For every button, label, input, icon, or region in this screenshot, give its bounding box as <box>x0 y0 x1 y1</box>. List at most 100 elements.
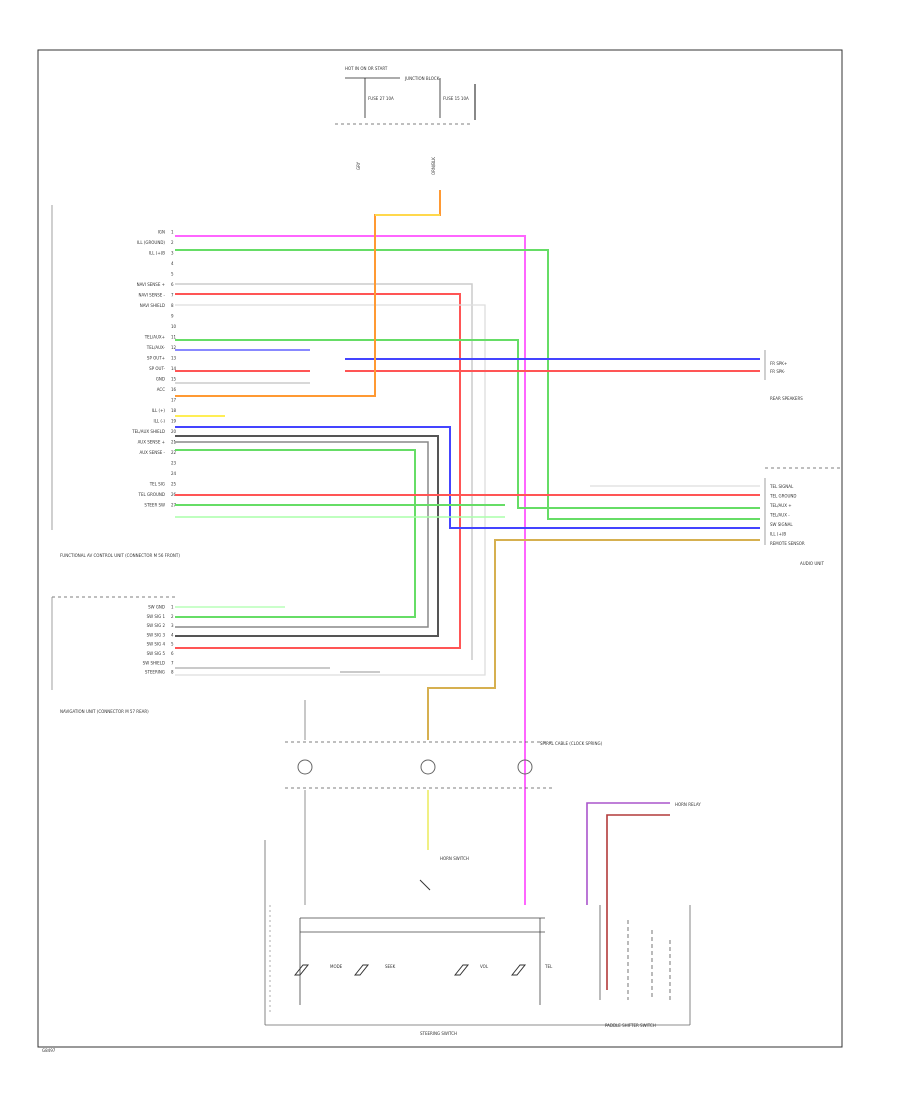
rear-module-pin-number: 7 <box>171 660 174 665</box>
clock-spring-terminal-2 <box>420 759 436 775</box>
clock-spring-terminal-1 <box>297 759 313 775</box>
front-module-pin-label: ILL (+) <box>152 408 166 413</box>
rear-module-pin-number: 5 <box>171 642 174 647</box>
front-module-pin-number: 20 <box>171 429 177 434</box>
front-module-pin-label: ILL (+)B <box>149 251 165 256</box>
front-module-pin-number: 15 <box>171 377 177 382</box>
clock-spring-label: SPIRAL CABLE (CLOCK SPRING) <box>540 741 603 746</box>
horn-switch: HORN SWITCH <box>419 856 469 891</box>
wire-blue-tel <box>175 426 760 529</box>
front-module-pin-number: 11 <box>171 335 177 340</box>
front-module-pin-label: AUX SENSE + <box>138 440 165 445</box>
horn-switch-label: HORN SWITCH <box>440 856 469 861</box>
front-module-pin-number: 2 <box>171 240 174 245</box>
power-label: HOT IN ON OR START <box>345 66 388 71</box>
fuse-2-label: FUSE 15 10A <box>443 96 469 101</box>
audio-unit-pin-label: TEL SIGNAL <box>769 484 794 489</box>
rear-speaker-pin-1: FR SPK+ <box>770 361 787 366</box>
front-module-pin-number: 23 <box>171 461 177 466</box>
front-module-pin-number: 14 <box>171 366 177 371</box>
audio-unit-pin-label: REMOTE SENSOR <box>770 541 805 546</box>
rear-module: NAVIGATION UNIT (CONNECTOR M 57 REAR) <box>51 596 175 714</box>
wire-green-aux-sense <box>175 449 416 618</box>
wire-lightgray-shield <box>175 304 486 676</box>
wire-2-label: ORN/BLK <box>431 157 436 175</box>
audio-unit-label: AUDIO UNIT <box>800 561 824 566</box>
switch-label-4: TEL <box>544 964 553 969</box>
switch-label-3: VOL <box>480 964 489 969</box>
front-module-label: FUNCTIONAL AV CONTROL UNIT (CONNECTOR M … <box>60 553 180 558</box>
front-module-pin-number: 25 <box>171 482 177 487</box>
rear-module-pin-label: SW GND <box>148 605 165 610</box>
front-module-pin-number: 18 <box>171 408 177 413</box>
front-module-pin-number: 16 <box>171 387 177 392</box>
rear-module-pin-number: 1 <box>171 605 174 610</box>
front-module-pin-label: TEL/AUX- <box>146 345 166 350</box>
front-module-pin-label: TEL/AUX SHIELD <box>131 429 165 434</box>
paddle-switch-label: PADDLE SHIFTER SWITCH <box>605 1023 656 1028</box>
rear-module-pin-label: SW SIG 2 <box>147 623 166 628</box>
audio-unit-pin-label: TEL/AUX - <box>769 513 790 518</box>
switch-label-2: SEEK <box>385 964 396 969</box>
audio-unit-pin-label: SW SIGNAL <box>770 522 793 527</box>
audio-unit-pin-label: ILL (+)B <box>770 532 786 537</box>
rear-module-pin-number: 6 <box>171 651 174 656</box>
diagram-frame <box>37 49 843 1048</box>
front-module-pin-number: 4 <box>171 261 174 266</box>
wire-darkgray-shield <box>175 435 439 637</box>
front-module-pin-label: NAVI SENSE + <box>137 282 165 287</box>
audio-unit-pin-label: TEL/AUX + <box>769 503 792 508</box>
wire-darkred-horn <box>606 814 670 990</box>
wire-pink-ill <box>175 235 526 905</box>
front-module: FUNCTIONAL AV CONTROL UNIT (CONNECTOR M … <box>51 205 180 558</box>
rear-speakers-label: REAR SPEAKERS <box>770 396 803 401</box>
front-module-pin-label: ILL (GROUND) <box>137 240 165 245</box>
front-module-pin-number: 1 <box>171 230 174 235</box>
page-label: G8497 <box>42 1048 56 1053</box>
wire-red-navi-sense <box>175 293 461 649</box>
front-module-pin-label: IGN <box>158 230 165 235</box>
front-module-pin-label: ACC <box>157 387 165 392</box>
wire-tan-remote <box>427 539 760 740</box>
rear-module-pin-label: SW SIG 1 <box>147 614 166 619</box>
horn-relay: HORN RELAY <box>675 802 701 807</box>
wire-green-tel-aux <box>175 339 760 509</box>
steering-switch: MODE SEEK VOL TEL STEERING SWITCH PADDLE… <box>264 840 691 1036</box>
horn-relay-label: HORN RELAY <box>675 802 701 807</box>
rear-module-pin-label: STEERING <box>145 670 165 675</box>
front-module-pin-label: TEL/AUX+ <box>144 335 165 340</box>
rear-module-pin-label: SW SIG 4 <box>147 642 166 647</box>
front-module-pin-number: 9 <box>171 314 174 319</box>
clock-spring-terminal-3 <box>517 759 533 775</box>
front-module-pin-number: 10 <box>171 324 177 329</box>
rear-module-pin-number: 3 <box>171 623 174 628</box>
switch-contacts <box>293 964 527 976</box>
front-module-pin-number: 3 <box>171 251 174 256</box>
front-module-pin-label: ILL (-) <box>154 419 166 424</box>
front-module-pin-label: NAVI SENSE - <box>139 293 166 298</box>
junction-label: JUNCTION BLOCK <box>404 76 440 81</box>
rear-module-pin-label: SW SIG 3 <box>147 632 166 637</box>
wire-gray-navi <box>175 283 473 660</box>
front-module-pin-number: 26 <box>171 492 177 497</box>
wire-green-ill <box>175 249 760 520</box>
wires <box>175 190 760 990</box>
rear-module-pin-number: 2 <box>171 614 174 619</box>
front-module-pin-number: 21 <box>171 440 177 445</box>
fuse-1-label: FUSE 27 10A <box>368 96 394 101</box>
rear-speaker-pin-2: FR SPK- <box>770 369 786 374</box>
front-module-pin-label: SP OUT- <box>149 366 165 371</box>
switch-label-1: MODE <box>330 964 343 969</box>
front-module-pin-number: 6 <box>171 282 174 287</box>
front-module-pin-number: 22 <box>171 450 177 455</box>
wire-gray-aux-sense <box>175 441 429 628</box>
rear-speakers: FR SPK+ FR SPK- REAR SPEAKERS <box>764 350 803 401</box>
rear-module-pin-number: 4 <box>171 632 174 637</box>
rear-module-pin-label: SW SHIELD <box>143 660 165 665</box>
front-module-pin-label: SP OUT+ <box>147 356 165 361</box>
rear-module-pin-number: 8 <box>171 670 174 675</box>
junction-block-edge <box>474 84 476 120</box>
